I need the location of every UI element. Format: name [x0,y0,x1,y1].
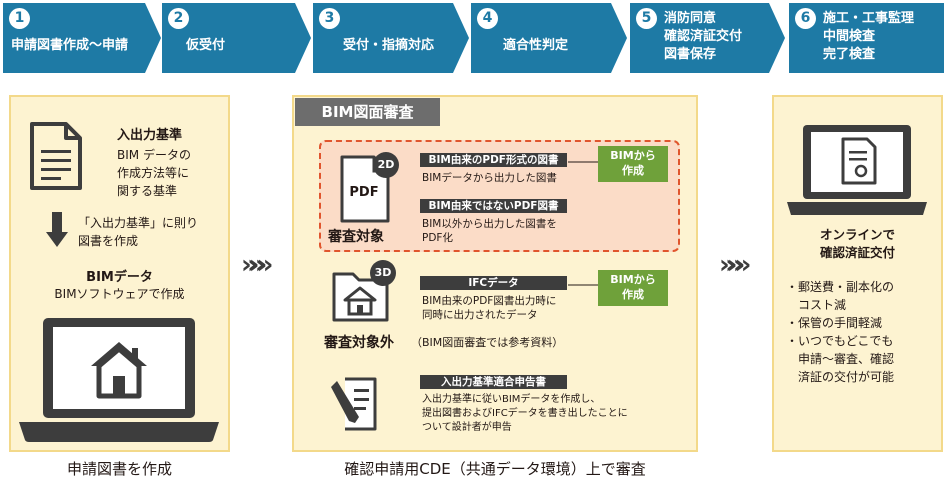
non-review-target-note: （BIM図面審査では参考資料） [411,336,564,349]
step-label: 施工・工事監理 中間検査 完了検査 [823,11,915,62]
3d-badge: 3D [370,260,396,286]
from-bim-badge-2: BIMから 作成 [598,270,668,306]
step-5: 5 消防同意 確認済証交付 図書保存 [630,3,785,73]
chevron-right-icon: »»» [241,250,274,280]
non-bim-pdf-tag: BIM由来ではないPDF図書 [420,199,567,213]
bim-data-title: BIMデータ [86,270,153,285]
ifc-data-tag: IFCデータ [420,276,567,290]
step-number: 4 [477,8,498,29]
step-4: 4 適合性判定 [471,3,627,73]
middle-caption: 確認申請用CDE（共通データ環境）上で審査 [344,460,646,478]
follow-standard-text: 「入出力基準」に則り 図書を作成 [78,216,199,248]
bim-pdf-text: BIMデータから出力した図書 [422,172,557,184]
bracket-connector-2 [568,284,598,286]
step-6: 6 施工・工事監理 中間検査 完了検査 [789,3,944,73]
step-label: 仮受付 [186,38,226,53]
input-output-standard-desc: BIM データの 作成方法等に 関する基準 [117,148,191,198]
step-arrow-shape [3,3,161,73]
pen-report-icon [331,377,377,431]
bim-review-header: BIM図面審査 [295,98,440,126]
right-panel [772,95,943,452]
step-arrow-shape [630,3,785,73]
step-label: 適合性判定 [503,38,569,53]
online-certificate-title: オンラインで 確認済証交付 [819,227,895,260]
document-icon [30,122,82,190]
laptop-certificate-icon [787,125,927,215]
bim-pdf-tag: BIM由来のPDF形式の図書 [420,153,567,167]
bracket-connector [568,161,598,163]
step-arrow-shape [313,3,469,73]
step-3: 3 受付・指摘対応 [313,3,469,73]
step-arrow-shape [789,3,944,73]
conformity-report-tag: 入出力基準適合申告書 [420,375,567,389]
step-label: 消防同意 確認済証交付 図書保存 [664,11,743,62]
review-target-label: 審査対象 [328,229,384,245]
non-review-target-label: 審査対象外 [324,335,394,351]
step-label: 申請図書作成～申請 [11,38,129,53]
input-output-standard-title: 入出力基準 [117,128,183,143]
step-number: 1 [9,8,30,29]
chevron-right-icon-2: »»» [719,250,752,280]
step-number: 2 [168,8,189,29]
step-arrow-shape [471,3,627,73]
non-bim-pdf-text: BIM以外から出力した図書を PDF化 [422,218,557,244]
left-caption: 申請図書を作成 [66,460,172,478]
2d-badge: 2D [373,152,399,178]
laptop-house-icon [19,318,219,442]
from-bim-badge: BIMから 作成 [598,146,668,182]
bim-data-sub: BIMソフトウェアで作成 [54,287,185,301]
pdf-icon-text: PDF [349,185,379,200]
step-number: 5 [636,8,657,29]
step-number: 3 [319,8,340,29]
benefit-list: ・郵送費・副本化の コスト減 ・保管の手間軽減 ・いつでもどこでも 申請～審査、… [786,280,895,384]
step-1: 1 申請図書作成～申請 [3,3,161,73]
down-arrow-icon [46,212,68,247]
step-label: 受付・指摘対応 [343,38,435,53]
step-arrow-shape [162,3,311,73]
ifc-data-text: BIM由来のPDF図書出力時に 同時に出力されたデータ [422,295,557,321]
step-2: 2 仮受付 [162,3,311,73]
step-number: 6 [795,8,816,29]
conformity-report-text: 入出力基準に従いBIMデータを作成し、 提出図書およびIFCデータを書き出したこ… [422,394,628,433]
